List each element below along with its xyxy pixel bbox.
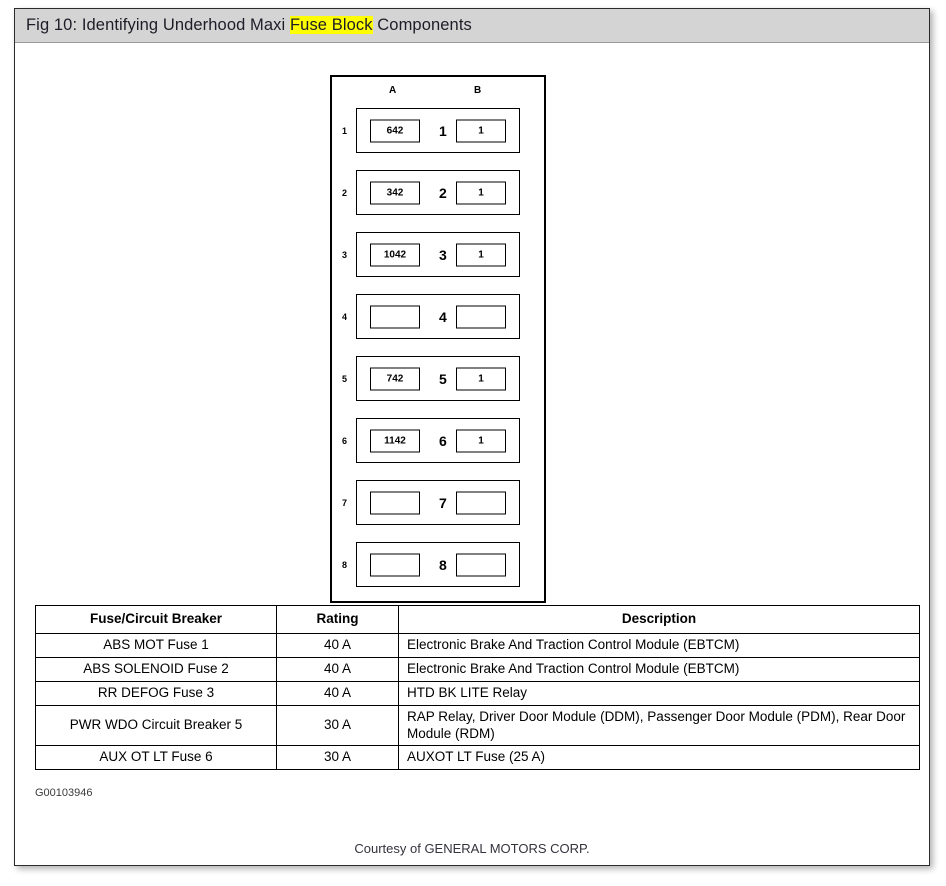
fuse-slot-a[interactable]: 342 xyxy=(370,181,420,204)
fuse-row-index: 6 xyxy=(342,435,348,446)
table-row: PWR WDO Circuit Breaker 5 30 A RAP Relay… xyxy=(35,704,920,747)
fuse-row-index: 1 xyxy=(342,125,348,136)
cell-fuse-name: AUX OT LT Fuse 6 xyxy=(35,745,277,771)
cell-fuse-name: ABS SOLENOID Fuse 2 xyxy=(35,656,277,682)
column-header-a: A xyxy=(389,85,397,96)
fuse-row-index: 8 xyxy=(342,559,348,570)
cell-fuse-name: RR DEFOG Fuse 3 xyxy=(35,680,277,706)
fuse-row: 6 1142 6 1 xyxy=(332,414,544,467)
fuse-position-number: 6 xyxy=(439,432,447,449)
cell-description: HTD BK LITE Relay xyxy=(398,680,920,706)
cell-rating: 30 A xyxy=(276,704,399,747)
fuse-slot-a[interactable]: 1042 xyxy=(370,243,420,266)
cell-description: AUXOT LT Fuse (25 A) xyxy=(398,745,920,771)
fuse-slot-a[interactable] xyxy=(370,305,420,328)
fuse-position-number: 3 xyxy=(439,246,447,263)
table-row: AUX OT LT Fuse 6 30 A AUXOT LT Fuse (25 … xyxy=(35,745,920,771)
fuse-slot-a[interactable]: 1142 xyxy=(370,429,420,452)
fuse-position-number: 8 xyxy=(439,556,447,573)
fuse-row-frame: 1042 3 1 xyxy=(356,232,520,277)
fuse-row-index: 3 xyxy=(342,249,348,260)
fuse-slot-b[interactable]: 1 xyxy=(456,243,506,266)
fuse-row: 3 1042 3 1 xyxy=(332,228,544,281)
cell-rating: 40 A xyxy=(276,680,399,706)
document-panel: Fig 10: Identifying Underhood Maxi Fuse … xyxy=(14,8,930,866)
table-row: RR DEFOG Fuse 3 40 A HTD BK LITE Relay xyxy=(35,680,920,706)
column-header-b: B xyxy=(474,85,482,96)
cell-description: Electronic Brake And Traction Control Mo… xyxy=(398,656,920,682)
fuse-slot-b[interactable] xyxy=(456,553,506,576)
fuse-block-diagram: A B 1 642 1 1 2 342 2 1 xyxy=(330,75,546,603)
fuse-row-index: 7 xyxy=(342,497,348,508)
fuse-row-frame: 4 xyxy=(356,294,520,339)
fuse-slot-b[interactable] xyxy=(456,305,506,328)
table-row: ABS MOT Fuse 1 40 A Electronic Brake And… xyxy=(35,633,920,658)
fuse-row-index: 5 xyxy=(342,373,348,384)
fuse-row-list: 1 642 1 1 2 342 2 1 3 xyxy=(332,104,544,591)
fuse-legend-table: Fuse/Circuit Breaker Rating Description … xyxy=(35,605,920,771)
page-title-suffix: Components xyxy=(372,16,472,34)
fuse-row-frame: 642 1 1 xyxy=(356,108,520,153)
fuse-row-frame: 7 xyxy=(356,480,520,525)
fuse-slot-a[interactable]: 642 xyxy=(370,119,420,142)
fuse-position-number: 1 xyxy=(439,122,447,139)
cell-fuse-name: ABS MOT Fuse 1 xyxy=(35,633,277,658)
fuse-position-number: 7 xyxy=(439,494,447,511)
fuse-slot-b[interactable]: 1 xyxy=(456,119,506,142)
fuse-slot-b[interactable] xyxy=(456,491,506,514)
cell-description: RAP Relay, Driver Door Module (DDM), Pas… xyxy=(398,704,920,747)
figure-title-bar: Fig 10: Identifying Underhood Maxi Fuse … xyxy=(15,9,929,43)
cell-fuse-name: PWR WDO Circuit Breaker 5 xyxy=(35,704,277,747)
fuse-row-index: 2 xyxy=(342,187,348,198)
figure-id-label: G00103946 xyxy=(35,787,93,799)
column-header-description: Description xyxy=(398,605,920,634)
fuse-row: 2 342 2 1 xyxy=(332,166,544,219)
fuse-slot-a[interactable]: 742 xyxy=(370,367,420,390)
fuse-row-frame: 342 2 1 xyxy=(356,170,520,215)
fuse-slot-b[interactable]: 1 xyxy=(456,367,506,390)
column-header-rating: Rating xyxy=(276,605,399,634)
fuse-row: 5 742 5 1 xyxy=(332,352,544,405)
fuse-slot-a[interactable] xyxy=(370,553,420,576)
fuse-row-index: 4 xyxy=(342,311,348,322)
cell-description: Electronic Brake And Traction Control Mo… xyxy=(398,633,920,658)
fuse-position-number: 5 xyxy=(439,370,447,387)
fuse-row-frame: 1142 6 1 xyxy=(356,418,520,463)
fuse-row: 8 8 xyxy=(332,538,544,591)
cell-rating: 30 A xyxy=(276,745,399,771)
fuse-row-frame: 8 xyxy=(356,542,520,587)
fuse-row-frame: 742 5 1 xyxy=(356,356,520,401)
table-header-row: Fuse/Circuit Breaker Rating Description xyxy=(35,605,920,634)
fuse-slot-b[interactable]: 1 xyxy=(456,429,506,452)
page-title: Fig 10: Identifying Underhood Maxi Fuse … xyxy=(26,16,472,35)
courtesy-label: Courtesy of GENERAL MOTORS CORP. xyxy=(354,841,590,856)
cell-rating: 40 A xyxy=(276,633,399,658)
cell-rating: 40 A xyxy=(276,656,399,682)
page-title-prefix: Fig 10: Identifying Underhood Maxi xyxy=(26,16,290,34)
page-title-highlight: Fuse Block xyxy=(289,16,373,34)
figure-area: A B 1 642 1 1 2 342 2 1 xyxy=(15,43,929,865)
column-header-fuse-circuit-breaker: Fuse/Circuit Breaker xyxy=(35,605,277,634)
fuse-position-number: 4 xyxy=(439,308,447,325)
fuse-row: 1 642 1 1 xyxy=(332,104,544,157)
fuse-position-number: 2 xyxy=(439,184,447,201)
table-row: ABS SOLENOID Fuse 2 40 A Electronic Brak… xyxy=(35,656,920,682)
fuse-row: 7 7 xyxy=(332,476,544,529)
fuse-slot-a[interactable] xyxy=(370,491,420,514)
fuse-row: 4 4 xyxy=(332,290,544,343)
fuse-slot-b[interactable]: 1 xyxy=(456,181,506,204)
